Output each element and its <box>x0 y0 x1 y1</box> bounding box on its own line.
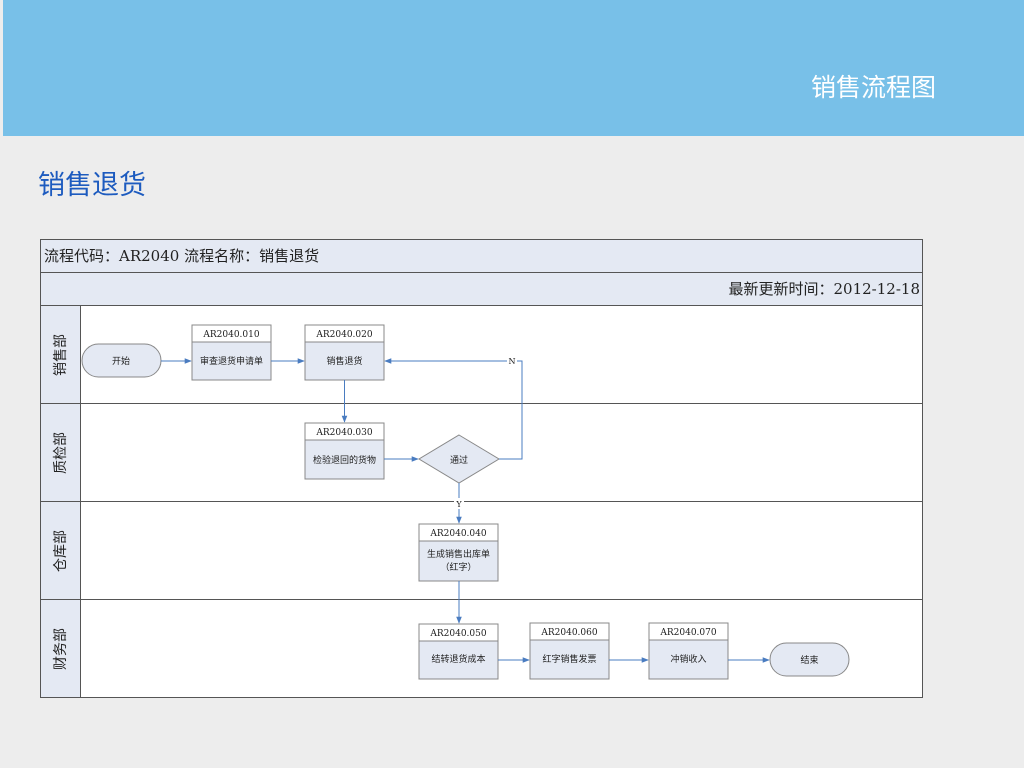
update-row <box>40 272 923 306</box>
yes-branch-label: Y <box>455 500 462 509</box>
no-branch-label: N <box>509 357 516 366</box>
start-label: 开始 <box>112 355 130 367</box>
lane-sales: 销售部 <box>40 305 81 404</box>
step-label: 销售退货 <box>326 355 362 367</box>
step-040: AR2040.040 生成销售出库单 （红字） <box>418 523 499 582</box>
step-label: 红字销售发票 <box>542 653 596 665</box>
end-label: 结束 <box>800 654 818 666</box>
connector-no-arrow <box>384 358 523 460</box>
step-code: AR2040.010 <box>202 330 259 340</box>
flow-info: 流程代码：AR2040 流程名称：销售退货 <box>44 247 319 265</box>
header-title: 销售流程图 <box>810 73 936 102</box>
end-terminal <box>769 642 850 677</box>
header-bar: 销售流程图 <box>3 0 1024 136</box>
step-060: AR2040.060 红字销售发票 <box>529 622 610 680</box>
page-title: 销售退货 <box>38 170 146 201</box>
step-code: AR2040.050 <box>429 629 486 639</box>
step-050: AR2040.050 结转退货成本 <box>418 623 499 680</box>
step-070: AR2040.070 冲销收入 <box>648 622 729 680</box>
step-code: AR2040.030 <box>315 428 372 438</box>
step-label: 审查退货申请单 <box>200 355 263 367</box>
step-020: AR2040.020 销售退货 <box>304 324 385 381</box>
lane-warehouse: 仓库部 <box>40 501 81 600</box>
step-010: AR2040.010 审查退货申请单 <box>191 324 272 381</box>
step-code: AR2040.020 <box>315 330 372 340</box>
lane-label-qc: 质检部 <box>53 432 69 474</box>
lane-label-finance: 财务部 <box>53 628 69 670</box>
step-label-note: （红字） <box>440 561 476 573</box>
lane-label-sales: 销售部 <box>53 334 69 376</box>
step-code: AR2040.040 <box>429 529 486 539</box>
decision-label: 通过 <box>450 454 468 466</box>
step-label: 冲销收入 <box>670 653 706 665</box>
lane-finance: 财务部 <box>40 599 81 698</box>
lane-qc: 质检部 <box>40 403 81 502</box>
table-frame <box>40 239 923 698</box>
step-label: 检验退回的货物 <box>313 454 376 466</box>
step-label: 结转退货成本 <box>431 653 485 665</box>
step-code: AR2040.070 <box>659 628 716 638</box>
lane-label-warehouse: 仓库部 <box>53 530 69 572</box>
decision-pass: 通过 <box>418 434 500 484</box>
update-time: 最新更新时间：2012-12-18 <box>729 280 921 298</box>
step-code: AR2040.060 <box>540 628 597 638</box>
step-030: AR2040.030 检验退回的货物 <box>304 422 385 480</box>
step-label: 生成销售出库单 <box>427 548 490 560</box>
